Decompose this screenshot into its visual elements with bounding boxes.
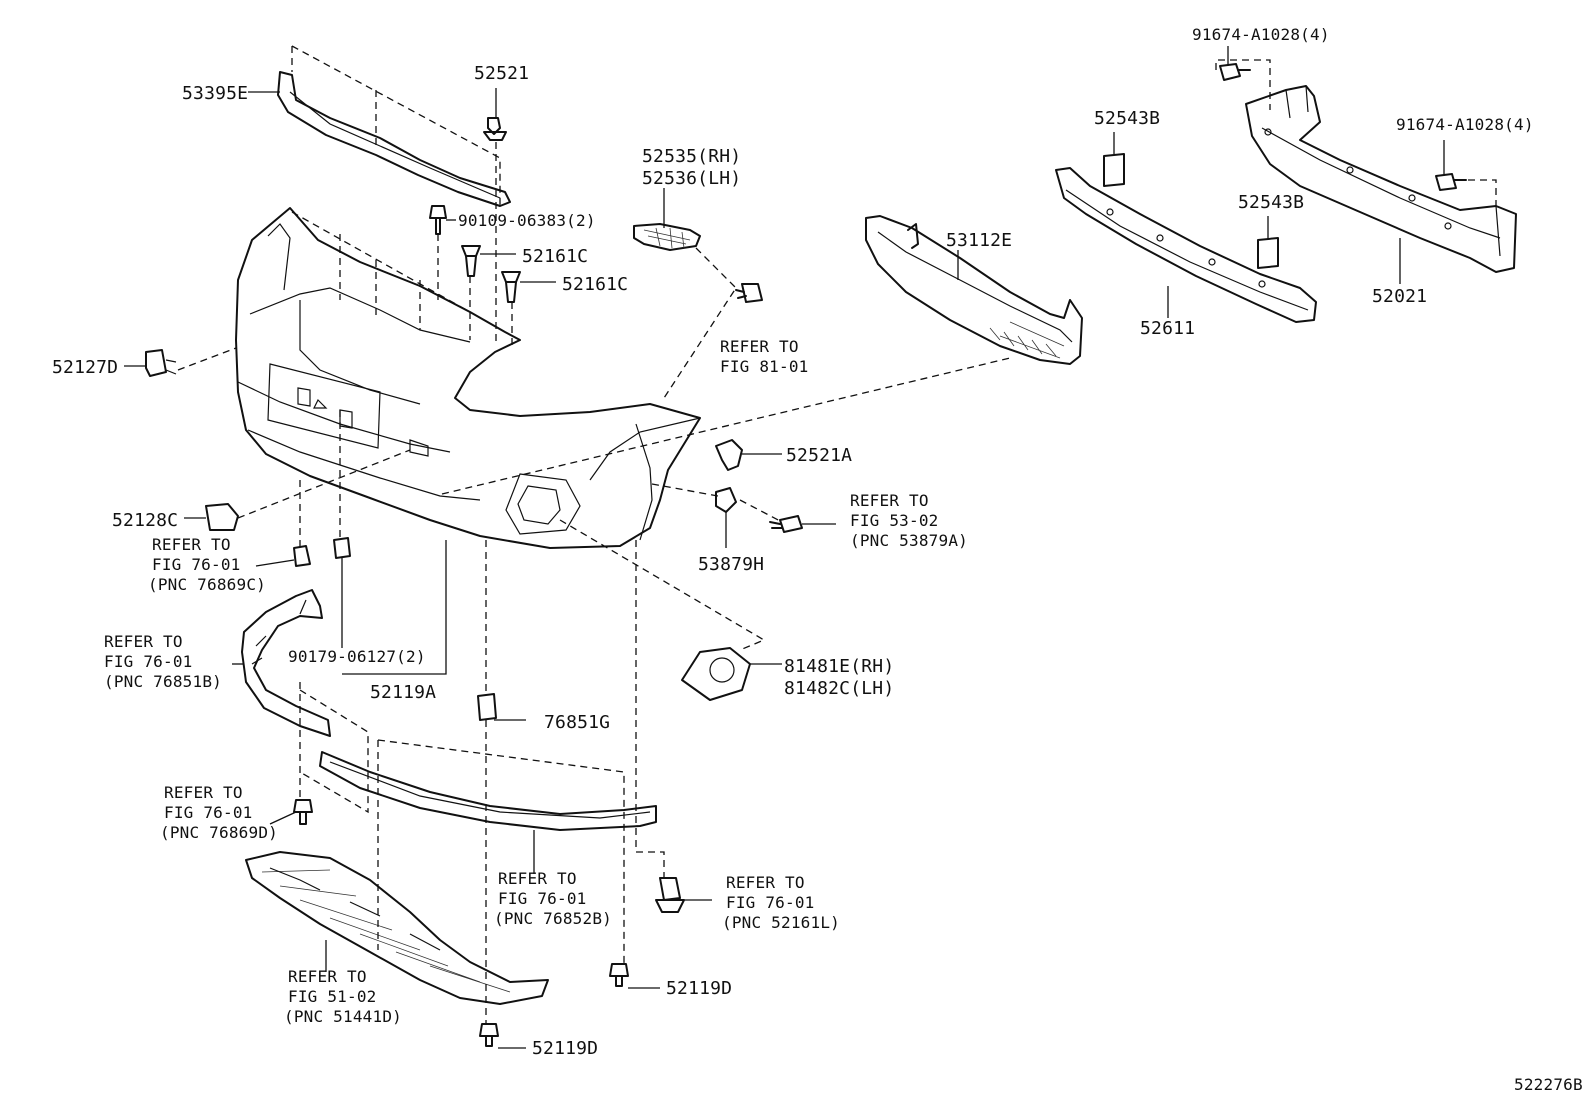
cap-52128C[interactable] xyxy=(205,503,239,531)
refer-76852B-line3: (PNC 76852B) xyxy=(494,909,612,928)
bolt-52119D-upper[interactable] xyxy=(609,963,629,987)
refer-fig-53-02-line3: (PNC 53879A) xyxy=(850,531,968,550)
label-52611[interactable]: 52611 xyxy=(1140,318,1195,339)
label-90179-06127[interactable]: 90179-06127(2) xyxy=(288,647,426,666)
clip-52161C-upper[interactable] xyxy=(461,245,481,277)
label-52021[interactable]: 52021 xyxy=(1372,286,1427,307)
under-cover-51441D[interactable] xyxy=(245,851,549,1005)
pad-52543B-upper[interactable] xyxy=(1103,153,1125,187)
refer-76852B-line2[interactable]: FIG 76-01 xyxy=(498,889,587,908)
refer-76869C-line3: (PNC 76869C) xyxy=(148,575,266,594)
label-53395E[interactable]: 53395E xyxy=(182,83,248,104)
label-52119D-upper[interactable]: 52119D xyxy=(666,978,732,999)
label-52119A[interactable]: 52119A xyxy=(370,682,436,703)
refer-52161L-line2[interactable]: FIG 76-01 xyxy=(726,893,815,912)
refer-76869C-line1: REFER TO xyxy=(152,535,231,554)
label-52521[interactable]: 52521 xyxy=(474,63,529,84)
refer-76851B-line3: (PNC 76851B) xyxy=(104,672,222,691)
label-52127D[interactable]: 52127D xyxy=(52,357,118,378)
label-81481E[interactable]: 81481E(RH) xyxy=(784,656,894,677)
lower-grille-53112E[interactable] xyxy=(865,215,1083,365)
bolt-52119D-lower[interactable] xyxy=(479,1023,499,1047)
refer-51441D-line1: REFER TO xyxy=(288,967,367,986)
part-labels: 53395E 52521 90109-06383(2) 52161C 52161… xyxy=(52,25,1583,1094)
retainer-strip-53395E[interactable] xyxy=(277,71,511,207)
refer-51441D-line2[interactable]: FIG 51-02 xyxy=(288,987,377,1006)
refer-fig-53-02-line1: REFER TO xyxy=(850,491,929,510)
bracket-53879H[interactable] xyxy=(715,487,737,513)
label-leader-lines xyxy=(124,46,1445,1049)
fog-lamp-cover-81481E-81482C[interactable] xyxy=(681,647,751,701)
refer-51441D-line3: (PNC 51441D) xyxy=(284,1007,402,1026)
refer-76869D-line3: (PNC 76869D) xyxy=(160,823,278,842)
pad-52543B-lower[interactable] xyxy=(1257,237,1279,269)
refer-52161L-line3: (PNC 52161L) xyxy=(722,913,840,932)
label-53879H[interactable]: 53879H xyxy=(698,554,764,575)
screw-fig-81-01[interactable] xyxy=(735,283,763,303)
refer-76869D-line1: REFER TO xyxy=(164,783,243,802)
lower-spoiler-52119A[interactable] xyxy=(319,751,657,831)
label-52535[interactable]: 52535(RH) xyxy=(642,146,741,167)
refer-fig-81-01-line1: REFER TO xyxy=(720,337,799,356)
assembly-dashed-lines xyxy=(177,45,1497,1024)
bracket-52535-52536[interactable] xyxy=(633,223,701,251)
clip-52521A[interactable] xyxy=(715,439,743,471)
label-52128C[interactable]: 52128C xyxy=(112,510,178,531)
refer-76869D-line2[interactable]: FIG 76-01 xyxy=(164,803,253,822)
screw-fig-53-02[interactable] xyxy=(769,515,803,533)
nut-90179-06127[interactable] xyxy=(333,537,351,559)
reinforcement-52021[interactable] xyxy=(1245,85,1517,273)
clip-76851G[interactable] xyxy=(477,693,497,721)
refer-fig-53-02-line2[interactable]: FIG 53-02 xyxy=(850,511,939,530)
side-bracket-76851B[interactable] xyxy=(241,589,331,737)
bolt-91674-A1028-upper[interactable] xyxy=(1219,63,1251,81)
label-53112E[interactable]: 53112E xyxy=(946,230,1012,251)
clip-52161L[interactable] xyxy=(655,877,685,913)
label-90109-06383[interactable]: 90109-06383(2) xyxy=(458,211,596,230)
clip-76869C[interactable] xyxy=(293,545,311,567)
refer-52161L-line1: REFER TO xyxy=(726,873,805,892)
figure-code: 522276B xyxy=(1514,1075,1583,1094)
label-52543B-upper[interactable]: 52543B xyxy=(1094,108,1160,129)
refer-76851B-line2[interactable]: FIG 76-01 xyxy=(104,652,193,671)
energy-absorber-52611[interactable] xyxy=(1055,167,1317,323)
front-bumper-cover[interactable] xyxy=(235,207,701,549)
label-52161C-upper[interactable]: 52161C xyxy=(522,246,588,267)
label-91674-A1028-upper[interactable]: 91674-A1028(4) xyxy=(1192,25,1330,44)
clip-52161C-lower[interactable] xyxy=(501,271,521,303)
bolt-91674-A1028-lower[interactable] xyxy=(1435,173,1467,191)
bolt-76869D[interactable] xyxy=(293,799,313,825)
label-76851G[interactable]: 76851G xyxy=(544,712,610,733)
cap-52127D[interactable] xyxy=(145,349,177,377)
label-52543B-lower[interactable]: 52543B xyxy=(1238,192,1304,213)
label-52119D-lower[interactable]: 52119D xyxy=(532,1038,598,1059)
refer-fig-81-01-line2[interactable]: FIG 81-01 xyxy=(720,357,809,376)
refer-76851B-line1: REFER TO xyxy=(104,632,183,651)
label-52161C-lower[interactable]: 52161C xyxy=(562,274,628,295)
refer-76852B-line1: REFER TO xyxy=(498,869,577,888)
bolt-90109-06383[interactable] xyxy=(429,205,447,235)
label-52521A[interactable]: 52521A xyxy=(786,445,852,466)
refer-76869C-line2[interactable]: FIG 76-01 xyxy=(152,555,241,574)
clip-52521[interactable] xyxy=(483,117,507,141)
label-91674-A1028-lower[interactable]: 91674-A1028(4) xyxy=(1396,115,1534,134)
label-81482C[interactable]: 81482C(LH) xyxy=(784,678,894,699)
label-52536[interactable]: 52536(LH) xyxy=(642,168,741,189)
